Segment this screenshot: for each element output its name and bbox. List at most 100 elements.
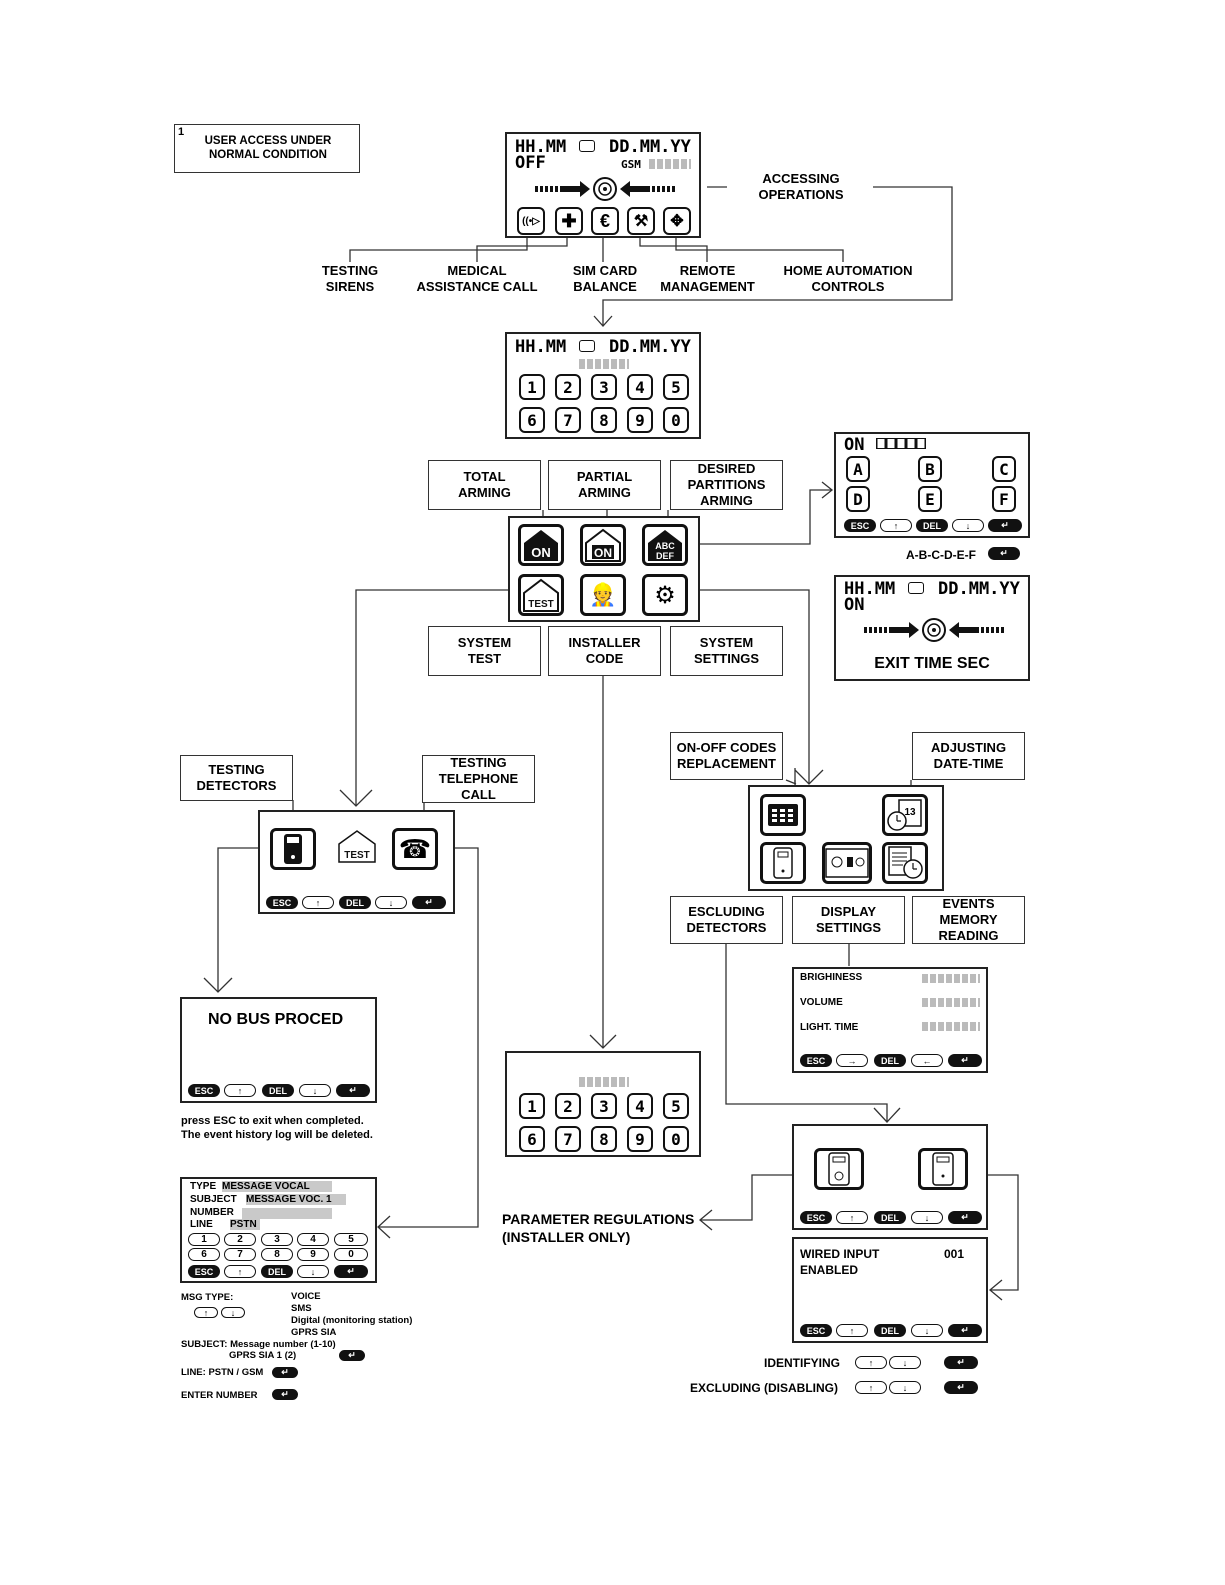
label-remote-management: REMOTE MANAGEMENT <box>660 263 755 294</box>
right-softkey[interactable]: → <box>836 1054 868 1067</box>
volume-bar[interactable] <box>922 998 980 1007</box>
partial-arming-icon[interactable]: ON <box>580 524 626 566</box>
euro-icon[interactable]: € <box>591 207 619 235</box>
key-9[interactable]: 9 <box>297 1248 329 1261</box>
key-3[interactable]: 3 <box>591 1093 617 1119</box>
key-d[interactable]: D <box>846 486 870 512</box>
system-test-icon[interactable]: TEST <box>518 574 564 616</box>
esc-softkey[interactable]: ESC <box>266 896 298 909</box>
installer-icon[interactable]: 👷 <box>580 574 626 616</box>
key-1[interactable]: 1 <box>519 374 545 400</box>
key-1[interactable]: 1 <box>188 1233 220 1246</box>
del-softkey[interactable]: DEL <box>874 1054 906 1067</box>
left-softkey[interactable]: ← <box>911 1054 943 1067</box>
key-c[interactable]: C <box>992 456 1016 482</box>
light-time-bar[interactable] <box>922 1022 980 1031</box>
key-e[interactable]: E <box>918 486 942 512</box>
brightness-bar[interactable] <box>922 974 980 983</box>
up-softkey[interactable]: ↑ <box>302 896 334 909</box>
key-5[interactable]: 5 <box>663 374 689 400</box>
key-7[interactable]: 7 <box>224 1248 256 1261</box>
down-softkey[interactable]: ↓ <box>911 1211 943 1224</box>
settings-gear-icon[interactable]: ⚙ <box>642 574 688 616</box>
home-automation-icon[interactable]: ✥ <box>663 207 691 235</box>
key-4[interactable]: 4 <box>627 1093 653 1119</box>
number-field[interactable] <box>242 1208 332 1219</box>
enter-softkey[interactable]: ↵ <box>988 519 1022 532</box>
enter-softkey[interactable]: ↵ <box>948 1324 982 1337</box>
medical-cross-icon[interactable]: ✚ <box>555 207 583 235</box>
events-memory-icon[interactable] <box>882 842 928 884</box>
key-2[interactable]: 2 <box>224 1233 256 1246</box>
key-5[interactable]: 5 <box>663 1093 689 1119</box>
subject-note: SUBJECT: Message number (1-10) <box>181 1339 336 1350</box>
key-1[interactable]: 1 <box>519 1093 545 1119</box>
total-arming-icon[interactable]: ON <box>518 524 564 566</box>
enter-softkey[interactable]: ↵ <box>336 1084 370 1097</box>
detector-icon[interactable] <box>270 828 316 870</box>
key-b[interactable]: B <box>918 456 942 482</box>
up-softkey[interactable]: ↑ <box>224 1265 256 1278</box>
key-4[interactable]: 4 <box>627 374 653 400</box>
key-8[interactable]: 8 <box>591 1126 617 1152</box>
enter-softkey[interactable]: ↵ <box>948 1211 982 1224</box>
key-6[interactable]: 6 <box>519 407 545 433</box>
del-softkey[interactable]: DEL <box>262 1084 294 1097</box>
up-softkey[interactable]: ↑ <box>880 519 912 532</box>
del-softkey[interactable]: DEL <box>339 896 371 909</box>
date-time-icon[interactable]: 13 <box>882 794 928 836</box>
esc-softkey[interactable]: ESC <box>800 1054 832 1067</box>
del-softkey[interactable]: DEL <box>874 1324 906 1337</box>
key-7[interactable]: 7 <box>555 1126 581 1152</box>
key-0[interactable]: 0 <box>334 1248 368 1261</box>
siren-icon[interactable]: ((•▷ <box>517 207 545 235</box>
key-0[interactable]: 0 <box>663 407 689 433</box>
esc-softkey[interactable]: ESC <box>188 1265 220 1278</box>
key-3[interactable]: 3 <box>261 1233 293 1246</box>
key-6[interactable]: 6 <box>188 1248 220 1261</box>
display-settings-icon[interactable] <box>822 842 872 884</box>
down-softkey[interactable]: ↓ <box>299 1084 331 1097</box>
key-9[interactable]: 9 <box>627 407 653 433</box>
wireless-detector-icon[interactable] <box>918 1148 968 1190</box>
key-5[interactable]: 5 <box>334 1233 368 1246</box>
down-softkey[interactable]: ↓ <box>952 519 984 532</box>
detector-exclude-icon[interactable] <box>760 842 806 884</box>
down-softkey[interactable]: ↓ <box>375 896 407 909</box>
key-f[interactable]: F <box>992 486 1016 512</box>
telephone-icon[interactable]: ☎ <box>392 828 438 870</box>
key-3[interactable]: 3 <box>591 374 617 400</box>
del-softkey[interactable]: DEL <box>874 1211 906 1224</box>
remote-management-icon[interactable]: ⚒ <box>627 207 655 235</box>
type-value[interactable]: MESSAGE VOCAL <box>222 1181 332 1192</box>
key-6[interactable]: 6 <box>519 1126 545 1152</box>
keypad-icon[interactable] <box>760 794 806 836</box>
enter-softkey[interactable]: ↵ <box>334 1265 368 1278</box>
esc-softkey[interactable]: ESC <box>800 1211 832 1224</box>
key-a[interactable]: A <box>846 456 870 482</box>
up-softkey[interactable]: ↑ <box>836 1211 868 1224</box>
enter-softkey[interactable]: ↵ <box>948 1054 982 1067</box>
up-softkey[interactable]: ↑ <box>836 1324 868 1337</box>
del-softkey[interactable]: DEL <box>916 519 948 532</box>
wired-detector-icon[interactable] <box>814 1148 864 1190</box>
key-7[interactable]: 7 <box>555 407 581 433</box>
esc-softkey[interactable]: ESC <box>188 1084 220 1097</box>
key-0[interactable]: 0 <box>663 1126 689 1152</box>
subject-value[interactable]: MESSAGE VOC. 1 <box>246 1194 346 1205</box>
esc-softkey[interactable]: ESC <box>800 1324 832 1337</box>
key-8[interactable]: 8 <box>591 407 617 433</box>
key-8[interactable]: 8 <box>261 1248 293 1261</box>
line-value[interactable]: PSTN <box>230 1219 260 1230</box>
del-softkey[interactable]: DEL <box>261 1265 293 1278</box>
enter-softkey[interactable]: ↵ <box>412 896 446 909</box>
up-softkey[interactable]: ↑ <box>224 1084 256 1097</box>
down-softkey[interactable]: ↓ <box>911 1324 943 1337</box>
down-softkey[interactable]: ↓ <box>297 1265 329 1278</box>
esc-softkey[interactable]: ESC <box>844 519 876 532</box>
key-4[interactable]: 4 <box>297 1233 329 1246</box>
key-9[interactable]: 9 <box>627 1126 653 1152</box>
key-2[interactable]: 2 <box>555 374 581 400</box>
key-2[interactable]: 2 <box>555 1093 581 1119</box>
